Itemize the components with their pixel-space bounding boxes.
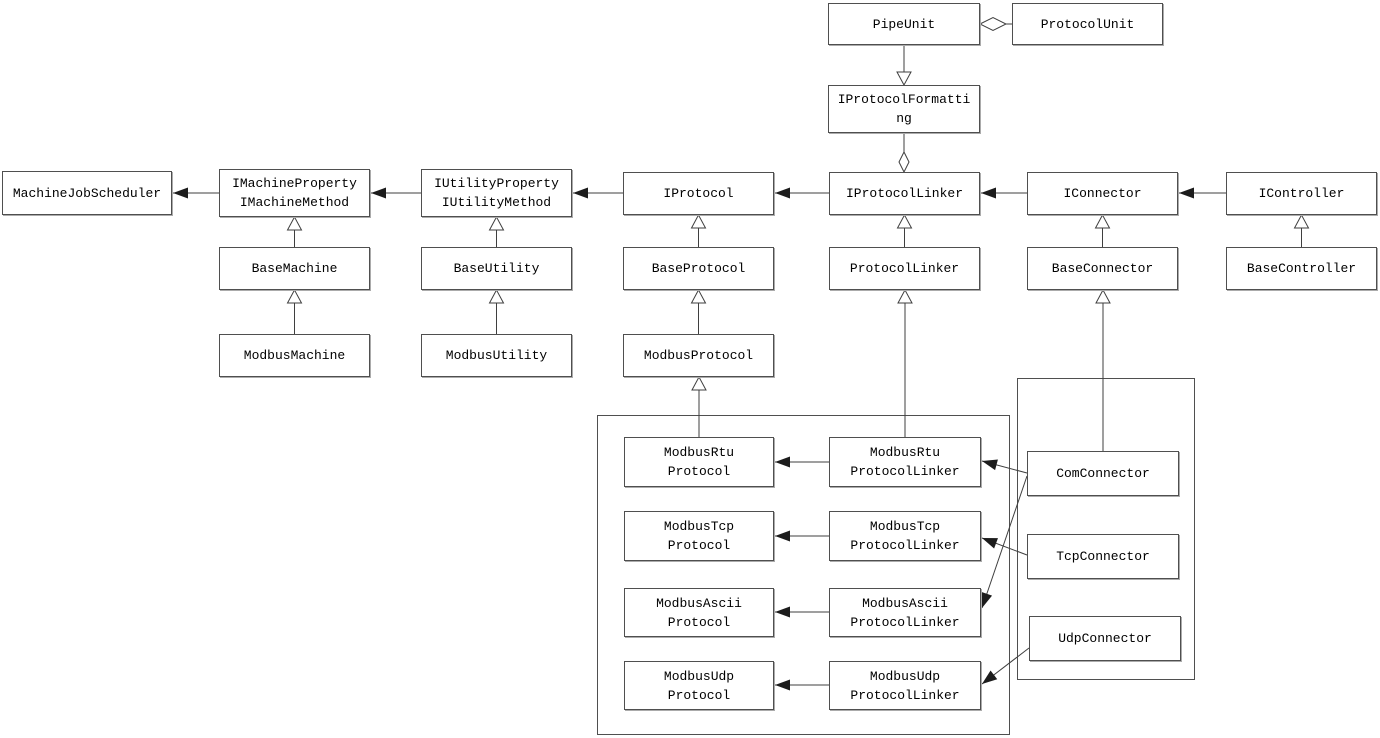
node-base-machine: BaseMachine (219, 247, 370, 290)
group-connectors (1017, 378, 1195, 680)
node-udp-connector: UdpConnector (1029, 616, 1181, 661)
node-modbus-protocol: ModbusProtocol (623, 334, 774, 377)
node-modbus-machine: ModbusMachine (219, 334, 370, 377)
group-modbus-protocols (597, 415, 1010, 735)
inheritance-connectors (286, 45, 1310, 451)
node-base-controller: BaseController (1226, 247, 1377, 290)
node-modbus-utility: ModbusUtility (421, 334, 572, 377)
association-arrows (173, 187, 1226, 691)
aggregation-diamond (978, 16, 1008, 32)
node-base-connector: BaseConnector (1027, 247, 1178, 290)
node-base-utility: BaseUtility (421, 247, 572, 290)
node-base-protocol: BaseProtocol (623, 247, 774, 290)
node-modbus-rtu-protocol: ModbusRtu Protocol (624, 437, 774, 487)
node-modbus-tcp-protocol-linker: ModbusTcp ProtocolLinker (829, 511, 981, 561)
node-protocol-unit: ProtocolUnit (1012, 3, 1163, 45)
aggregation-connectors (898, 16, 1012, 174)
aggregation-diamond (898, 150, 910, 174)
node-iprotocol: IProtocol (623, 172, 774, 215)
node-tcp-connector: TcpConnector (1027, 534, 1179, 579)
node-machine-job-scheduler: MachineJobScheduler (2, 171, 172, 215)
node-iutility-property-method: IUtilityProperty IUtilityMethod (421, 169, 572, 217)
node-iconnector: IConnector (1027, 172, 1178, 215)
node-iprotocol-linker: IProtocolLinker (829, 172, 980, 215)
node-modbus-ascii-protocol: ModbusAscii Protocol (624, 588, 774, 637)
node-modbus-udp-protocol: ModbusUdp Protocol (624, 661, 774, 710)
node-imachine-property-method: IMachineProperty IMachineMethod (219, 169, 370, 217)
node-com-connector: ComConnector (1027, 451, 1179, 496)
node-pipe-unit: PipeUnit (828, 3, 980, 45)
node-modbus-ascii-protocol-linker: ModbusAscii ProtocolLinker (829, 588, 981, 637)
node-icontroller: IController (1226, 172, 1377, 215)
node-protocol-linker: ProtocolLinker (829, 247, 980, 290)
node-iprotocol-formatting: IProtocolFormatti ng (828, 85, 980, 133)
node-modbus-tcp-protocol: ModbusTcp Protocol (624, 511, 774, 561)
node-modbus-udp-protocol-linker: ModbusUdp ProtocolLinker (829, 661, 981, 710)
node-modbus-rtu-protocol-linker: ModbusRtu ProtocolLinker (829, 437, 981, 487)
